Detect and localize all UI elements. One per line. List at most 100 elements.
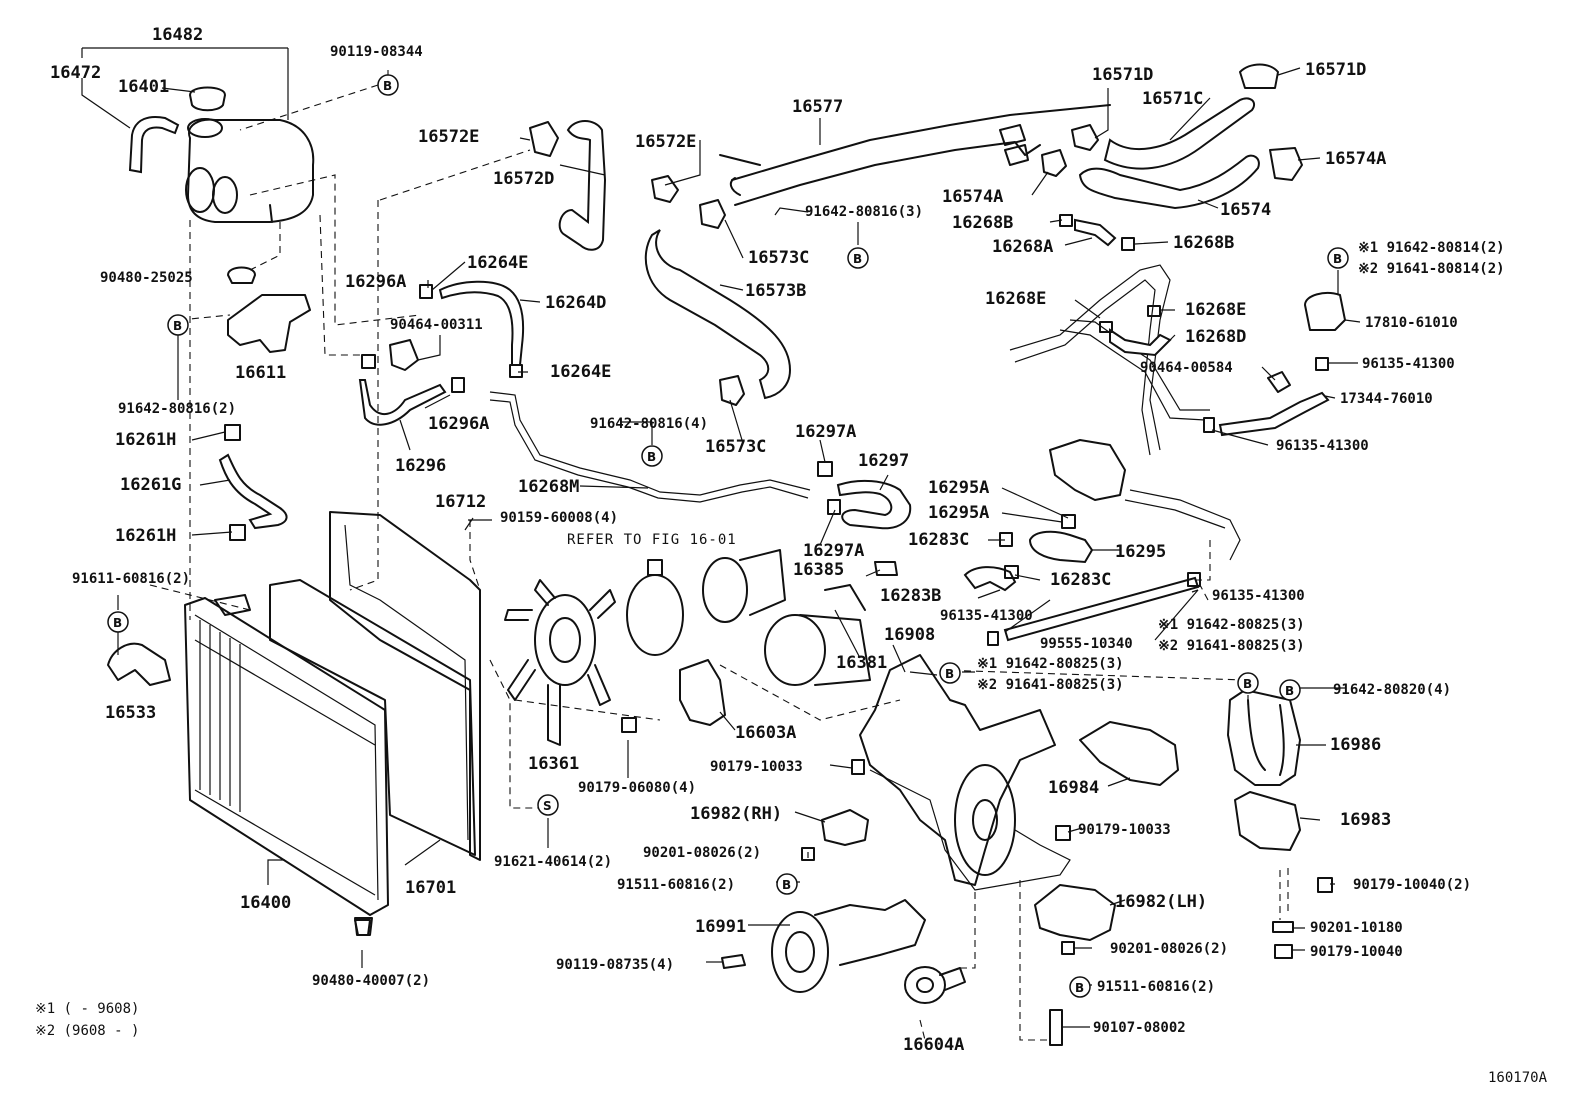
label-16572e: 16572E (418, 127, 479, 147)
label-16611: 16611 (235, 363, 286, 383)
pipe-16268m (489, 391, 811, 496)
label-16268e: 16268E (1185, 300, 1246, 320)
label-16385: 16385 (793, 560, 844, 580)
svg-text:B: B (1243, 677, 1252, 691)
clamp-16573c-b (719, 375, 745, 406)
reservoir-cap (189, 86, 226, 112)
footnotes: ※1 ( - 9608) ※2 (9608 - ) (35, 1001, 139, 1039)
grommet (227, 266, 256, 284)
label-16295a: 16295A (928, 503, 989, 523)
label-16991: 16991 (695, 917, 746, 937)
label-91511-60816: 91511-60816(2) (1097, 979, 1215, 995)
clamp-16572e-b (651, 175, 679, 203)
label-16574a: 16574A (1325, 149, 1386, 169)
clip-16283c-a (999, 532, 1013, 547)
label-16982-rh: 16982(RH) (690, 804, 782, 824)
label-96135-41300: 96135-41300 (1362, 356, 1455, 372)
label-16295: 16295 (1115, 542, 1166, 562)
marker-b: B (107, 611, 129, 633)
clip-96135-b (1203, 417, 1215, 433)
marker-b: B (1237, 672, 1259, 694)
label-16297: 16297 (858, 451, 909, 471)
mount-16983 (1234, 791, 1301, 851)
label-16577: 16577 (792, 97, 843, 117)
clamp-16573c-a (699, 199, 726, 229)
label-90159-60008: 90159-60008(4) (500, 510, 618, 526)
label-16283b: 16283B (880, 586, 941, 606)
footnote-1: ※1 ( - 9608) (35, 1001, 139, 1017)
label-90201-10180: 90201-10180 (1310, 920, 1403, 936)
label-16572d: 16572D (493, 169, 554, 189)
part-labels: 16482 16472 16401 90119-08344 16572E 165… (50, 25, 1505, 1055)
clip-16268b-b (1121, 237, 1135, 251)
label-16701: 16701 (405, 878, 456, 898)
label-90179-06080: 90179-06080(4) (578, 780, 696, 796)
nut-90179-10040-a (1317, 877, 1333, 893)
thermostat (904, 966, 966, 1004)
label-16984: 16984 (1048, 778, 1099, 798)
vacuum-valve (1304, 292, 1346, 331)
water-pump-mount-rh (821, 809, 869, 846)
clip-16264e-b (509, 364, 523, 378)
label-90179-10033: 90179-10033 (1078, 822, 1171, 838)
label-16712: 16712 (435, 492, 486, 512)
marker-b: B (1327, 247, 1349, 269)
drain-plug-90480-40007 (354, 919, 371, 936)
figure-id: 160170A (1488, 1070, 1548, 1086)
label-16472: 16472 (50, 63, 101, 83)
label-16283c: 16283C (908, 530, 969, 550)
svg-text:B: B (383, 79, 392, 93)
bolt-90119-08735 (721, 954, 746, 969)
clip-16297a-a (817, 461, 833, 477)
label-16268m: 16268M (518, 477, 579, 497)
label-16571d: 16571D (1305, 60, 1366, 80)
hose-16295 (1028, 530, 1094, 564)
marker-b: B (847, 247, 869, 269)
hose-16574 (1078, 154, 1260, 210)
label-16573c: 16573C (748, 248, 809, 268)
label-91611-60816: 91611-60816(2) (72, 571, 190, 587)
label-16297a: 16297A (795, 422, 856, 442)
clip-16264e-a (419, 284, 433, 299)
svg-text:B: B (113, 616, 122, 630)
label-16268a: 16268A (992, 237, 1053, 257)
label-90107-08002: 90107-08002 (1093, 1020, 1186, 1036)
hose-17344 (1218, 391, 1330, 437)
clamp-16571d-b (1239, 63, 1279, 89)
label-16295a: 16295A (928, 478, 989, 498)
water-pump-mount-lh (1034, 884, 1116, 941)
clip-16261h-b (229, 524, 246, 541)
clip-16296a-a (361, 354, 376, 369)
label-16571d: 16571D (1092, 65, 1153, 85)
svg-text:B: B (1333, 252, 1342, 266)
label-91641-80814: ※2 91641-80814(2) (1358, 261, 1505, 277)
svg-text:B: B (1075, 981, 1084, 995)
label-90179-10033: 90179-10033 (710, 759, 803, 775)
marker-b: B (939, 662, 961, 684)
marker-b: B (641, 445, 663, 467)
label-90201-08026: 90201-08026(2) (643, 845, 761, 861)
label-91642-80816-2: 91642-80816(2) (118, 401, 236, 417)
leader-lines (81, 47, 1361, 1041)
label-91642-80816-3: 91642-80816(3) (805, 204, 923, 220)
pipe-16577 (719, 104, 1111, 206)
label-16604a: 16604A (903, 1035, 964, 1055)
mount-16986 (1227, 689, 1301, 786)
svg-text:B: B (647, 450, 656, 464)
hose-16296 (358, 379, 447, 426)
clamp-90464-00584 (1267, 371, 1291, 393)
svg-text:S: S (543, 799, 552, 813)
label-16572e: 16572E (635, 132, 696, 152)
fluid-coupling (764, 584, 871, 686)
bracket-16603a (679, 659, 726, 726)
washer-90201-08026-b (1061, 941, 1075, 955)
label-16574: 16574 (1220, 200, 1271, 220)
washer-90201-08026-a (801, 847, 815, 861)
water-pump-housing (859, 654, 1071, 891)
label-16297a: 16297A (803, 541, 864, 561)
label-90179-10040: 90179-10040 (1310, 944, 1403, 960)
pipe-cluster-right (1009, 264, 1210, 456)
clamp-16574a-a (1041, 149, 1067, 177)
clip-16283c-b (1004, 565, 1019, 579)
